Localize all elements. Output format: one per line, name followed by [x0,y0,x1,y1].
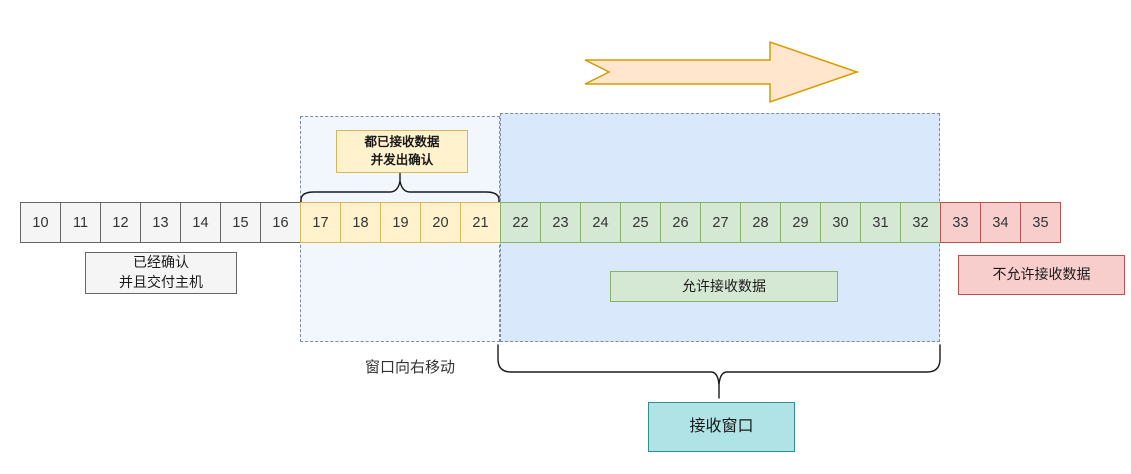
receivable-note-text: 允许接收数据 [682,277,766,294]
sequence-cell-15: 15 [220,202,261,243]
sequence-cell-24: 24 [580,202,621,243]
sequence-cell-17: 17 [300,202,341,243]
sequence-cell-25: 25 [620,202,661,243]
sequence-cell-30: 30 [820,202,861,243]
receive-window-label-text: 接收窗口 [689,417,754,435]
sequence-cell-16: 16 [260,202,301,243]
received-acked-note-line2: 并发出确认 [370,152,434,167]
receivable-note: 允许接收数据 [610,271,838,302]
sequence-cell-18: 18 [340,202,381,243]
sequence-cell-12: 12 [100,202,141,243]
acked-delivered-note-line2: 并且交付主机 [119,274,203,290]
sequence-cell-27: 27 [700,202,741,243]
sequence-cell-29: 29 [780,202,821,243]
right-direction-arrow [584,40,859,104]
sequence-cell-22: 22 [500,202,541,243]
received-acked-note: 都已接收数据 并发出确认 [336,130,468,173]
sequence-cell-14: 14 [180,202,221,243]
right-arrow-shape [584,40,859,104]
sequence-cell-33: 33 [940,202,981,243]
sequence-cell-20: 20 [420,202,461,243]
sequence-cell-19: 19 [380,202,421,243]
sequence-cell-11: 11 [60,202,101,243]
not-receivable-note: 不允许接收数据 [958,255,1125,295]
sequence-cell-23: 23 [540,202,581,243]
received-acked-brace-path [300,171,500,206]
receive-window-label-box: 接收窗口 [648,402,795,452]
not-receivable-note-text: 不允许接收数据 [992,266,1091,283]
sequence-cell-34: 34 [980,202,1021,243]
sequence-cell-32: 32 [900,202,941,243]
window-move-label: 窗口向右移动 [364,359,455,376]
received-acked-note-line1: 都已接收数据 [364,134,440,149]
receive-window-brace [497,344,941,399]
sequence-cell-10: 10 [20,202,61,243]
sequence-cell-13: 13 [140,202,181,243]
sequence-cell-35: 35 [1020,202,1061,243]
sequence-cell-28: 28 [740,202,781,243]
acked-delivered-note-line1: 已经确认 [133,254,189,271]
receive-window-brace-path [497,344,941,399]
sequence-cell-26: 26 [660,202,701,243]
received-acked-brace [300,171,500,206]
sequence-cell-31: 31 [860,202,901,243]
sequence-cell-21: 21 [460,202,501,243]
acked-delivered-note: 已经确认 并且交付主机 [85,252,237,294]
